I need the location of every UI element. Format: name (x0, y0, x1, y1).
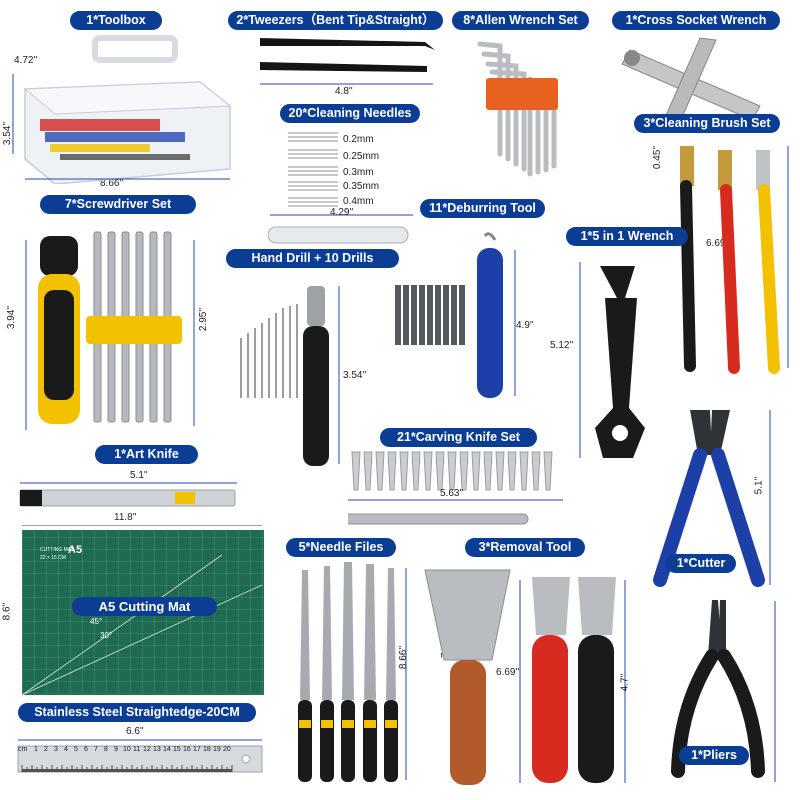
dim-wrench: 5.12'' (550, 340, 574, 351)
cross-socket-image (621, 37, 761, 123)
needle-size-2: 0.25mm (343, 151, 380, 162)
needle-size-5: 0.4mm (343, 196, 374, 207)
ruler-num: 7 (94, 746, 98, 753)
label-toolbox: 1*Toolbox (70, 11, 162, 30)
mat-angle-30: 30° (100, 631, 113, 640)
cleaning-needles-image (288, 132, 338, 207)
dim-mat-width: 11.8'' (114, 512, 137, 523)
cleaning-brush-image (680, 146, 789, 374)
art-knife-image (19, 482, 237, 507)
needle-size-3: 0.3mm (343, 167, 374, 178)
label-pliers: 1*Pliers (679, 746, 749, 765)
label-deburring: 11*Deburring Tool (420, 199, 545, 218)
ruler-unit: cm (18, 746, 28, 753)
label-removal: 3*Removal Tool (465, 538, 585, 557)
label-cleaning-brush: 3*Cleaning Brush Set (634, 114, 780, 133)
label-cross-socket: 1*Cross Socket Wrench (612, 11, 780, 30)
label-wrench5in1: 1*5 in 1 Wrench (566, 227, 688, 246)
cutting-mat-image (22, 525, 264, 696)
dim-pliers: 4.7'' (619, 673, 631, 692)
dim-toolbox-height: 4.72'' (14, 55, 38, 66)
ruler-num: 15 (173, 746, 181, 753)
label-tweezers: 2*Tweezers（Bent Tip&Straight） (228, 11, 443, 30)
dim-knife: 5.1'' (130, 470, 148, 481)
ruler-num: 10 (123, 746, 131, 753)
carving-knife-image (348, 451, 563, 525)
ruler-num: 2 (44, 746, 48, 753)
hand-drill-image (240, 286, 340, 466)
ruler-num: 16 (183, 746, 191, 753)
allen-wrench-image (477, 41, 558, 177)
ruler-num: 4 (64, 746, 68, 753)
dim-ruler: 6.6'' (126, 726, 144, 737)
label-hand-drill: Hand Drill + 10 Drills (226, 249, 399, 268)
dim-toolbox-width: 8.66'' (100, 178, 124, 189)
dim-needles: 4.29'' (330, 207, 354, 218)
ruler-num: 14 (163, 746, 171, 753)
ruler-numbers: cm 1 2 3 4 5 6 7 8 9 10 11 12 13 14 15 1… (18, 746, 240, 756)
dim-mat-height: 8.6'' (1, 602, 13, 621)
label-straightedge: Stainless Steel Straightedge-20CM (18, 703, 256, 722)
label-carving: 21*Carving Knife Set (380, 428, 537, 447)
tweezers-image (260, 38, 435, 85)
dim-carving: 5.63'' (440, 488, 464, 499)
straightedge-image (17, 739, 263, 773)
ruler-num: 12 (143, 746, 151, 753)
dim-removal: 6.69'' (496, 667, 520, 678)
ruler-num: 19 (213, 746, 221, 753)
mat-angle-45: 45° (90, 617, 103, 626)
label-cleaning-needles: 20*Cleaning Needles (280, 104, 420, 123)
needle-case-image (268, 214, 413, 244)
ruler-num: 13 (153, 746, 161, 753)
pliers-image (671, 600, 776, 782)
five-in-one-wrench-image (579, 262, 645, 458)
label-screwdriver: 7*Screwdriver Set (40, 195, 196, 214)
label-art-knife: 1*Art Knife (95, 445, 198, 464)
ruler-num: 8 (104, 746, 108, 753)
ruler-num: 6 (84, 746, 88, 753)
toolbox-image (12, 35, 232, 184)
mat-size: 22 × 15 CM (40, 555, 66, 561)
removal-tool-image (424, 569, 626, 785)
ruler-num: 17 (193, 746, 201, 753)
ruler-num: 5 (74, 746, 78, 753)
needle-files-image (298, 562, 407, 782)
label-allen: 8*Allen Wrench Set (452, 11, 589, 30)
label-cutter: 1*Cutter (666, 554, 736, 573)
ruler-num: 20 (223, 746, 231, 753)
deburring-tool-image (395, 232, 516, 398)
dim-tweezers: 4.8'' (335, 86, 353, 97)
label-cutting-mat: A5 Cutting Mat (72, 597, 217, 616)
needle-size-4: 0.35mm (343, 181, 380, 192)
mat-model: A5 (68, 544, 83, 556)
screwdriver-image (25, 231, 195, 430)
needle-size-1: 0.2mm (343, 134, 374, 145)
mat-caption: CUTTING MAT (40, 547, 74, 553)
ruler-num: 18 (203, 746, 211, 753)
ruler-num: 1 (34, 746, 38, 753)
ruler-num: 9 (114, 746, 118, 753)
ruler-num: 11 (133, 746, 141, 753)
dim-brush-length: 6.69'' (706, 238, 730, 249)
dim-drill: 3.54'' (343, 370, 367, 381)
label-needle-files: 5*Needle Files (286, 538, 396, 557)
ruler-num: 3 (54, 746, 58, 753)
dim-brush-head: 0.45'' (652, 145, 664, 170)
dim-deburr: 4.9'' (516, 320, 534, 331)
